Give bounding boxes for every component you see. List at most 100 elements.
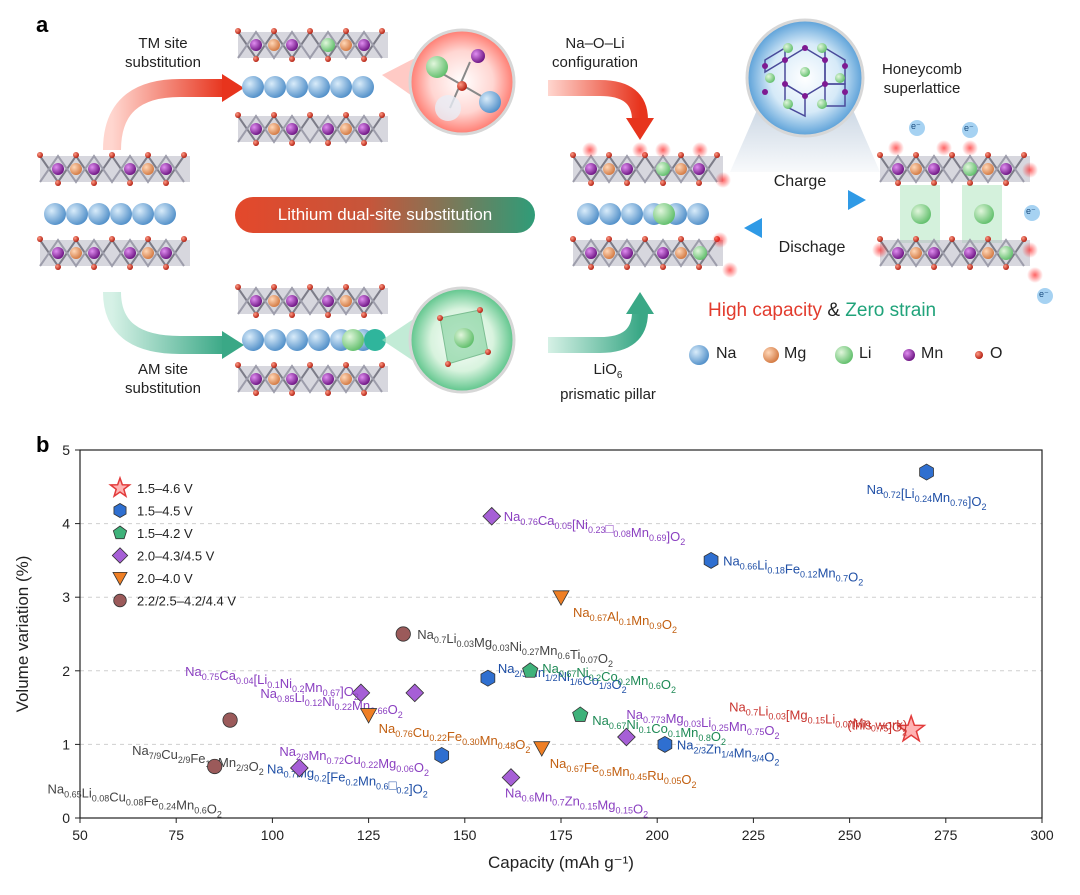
data-point-hexagon [480,669,496,687]
point-label: Na2/3Mn1/2Ni1/6Co1/3O2 [498,661,627,695]
legend-marker-hexagon [113,503,127,518]
point-label: Na0.67Ni0.2Co0.2Mn0.6O2 [542,661,676,695]
dual-site-text: Lithium dual-site substitution [277,205,493,224]
data-point-triangle-down [359,708,378,724]
honeycomb-label: Honeycomb superlattice [881,61,963,97]
point-label: Na0.76Cu0.22Fe0.30Mn0.48O2 [379,721,531,755]
data-point-pentagon [522,662,539,678]
legend-label: 2.2/2.5–4.2/4.4 V [137,594,236,609]
electron-3: e⁻ [1026,206,1036,216]
lio6-text: LiO [593,361,617,378]
legend-label: 1.5–4.5 V [137,504,193,519]
point-label: Na0.67Fe0.5Mn0.45Ru0.05O2 [550,756,697,790]
point-label-note: (this work) [847,718,907,733]
point-label: Na0.7Li0.03[Mg0.15Li0.07Mn0.75]O2 [729,700,907,738]
data-point-diamond [405,683,425,703]
volume-variation-chart: 50 75 100 125 150 175 200 225 250 275 300 0 1 2 3 4 5Cap… [13,442,1054,872]
x-tick-label: 125 [357,827,381,843]
y-tick-label: 2 [62,663,70,679]
amp-text: & [822,300,846,321]
legend-a-o: O [990,345,1003,362]
data-point-circle [395,626,411,642]
point-label: Na0.76Ca0.05[Ni0.23□0.08Mn0.69]O2 [504,509,685,547]
dual-site-banner: Lithium dual-site substitution [235,197,535,233]
data-point-pentagon [572,706,589,722]
data-point-hexagon [703,551,719,569]
electron-4: e⁻ [1039,289,1049,299]
data-point-hexagon [434,746,450,764]
x-tick-label: 75 [168,827,184,843]
x-tick-label: 275 [934,827,958,843]
y-tick-label: 1 [62,736,70,752]
point-label: Na0.65Li0.08Cu0.08Fe0.24Mn0.6O2 [47,781,221,819]
legend-marker-diamond [111,547,129,564]
x-tick-label: 250 [838,827,862,843]
legend-label: 2.0–4.0 V [137,571,193,586]
data-point-diamond [617,727,636,747]
point-label: Na2/3Mn0.72Cu0.22Mg0.06O2 [279,744,429,778]
panel-a-letter: a [36,12,49,37]
prismatic-text: prismatic pillar [560,386,656,403]
x-tick-label: 50 [72,827,88,843]
high-capacity-zero-strain: High capacity & Zero strain [708,300,936,322]
legend-a-mn: Mn [921,345,944,362]
point-label: Na0.773Mg0.03Li0.25Mn0.75O2 [626,707,779,741]
am-site-label: AM site substitution [125,361,201,397]
point-label: Na0.67Al0.1Mn0.9O2 [573,605,677,635]
point-label: Na0.66Li0.18Fe0.12Mn0.7O2 [723,553,863,587]
point-label: Na0.6Mn0.7Zn0.15Mg0.15O2 [505,786,648,820]
legend-marker-pentagon [112,525,128,540]
point-label: Na0.85Li0.12Ni0.22Mn0.66O2 [260,686,402,720]
data-point-triangle-down [533,741,551,757]
x-tick-label: 300 [1030,827,1054,843]
discharge-label: Dischage [778,239,846,256]
point-label: Na2/3Zn1/4Mn3/4O2 [677,737,780,767]
na-o-li-label: Na–O–Li configuration [552,35,638,71]
x-tick-label: 200 [646,827,670,843]
tm-site-label: TM site substitution [125,35,201,71]
y-tick-label: 3 [62,589,70,605]
data-point-diamond [351,683,371,703]
x-tick-label: 175 [549,827,573,843]
data-point-circle [207,758,223,775]
legend-a-li: Li [859,345,872,362]
data-point-triangle-down [552,590,570,607]
legend-label: 1.5–4.6 V [137,481,193,496]
x-tick-label: 100 [261,827,285,843]
data-point-diamond [482,506,502,526]
legend-a-na: Na [716,345,737,362]
data-point-hexagon [919,463,934,481]
legend-a-mg: Mg [784,345,807,362]
legend-label: 1.5–4.2 V [137,526,193,541]
y-tick-label: 4 [62,516,70,532]
high-capacity-text: High capacity [708,300,823,321]
data-point-star [895,713,927,743]
lio6-label: LiO6 prismatic pillar [548,360,668,404]
data-point-diamond [501,768,521,787]
point-label: Na7/9Cu2/9Fe1/9Mn2/3O2 [132,743,264,777]
legend-marker-triangle-down [112,571,128,586]
x-axis-label: Capacity (mAh g⁻¹) [488,853,634,872]
y-tick-label: 0 [62,810,70,826]
panel-a-schematic [36,18,1053,397]
legend-label: 2.0–4.3/4.5 V [137,549,215,564]
data-point-hexagon [657,735,673,753]
data-point-circle [222,712,238,728]
y-axis-label: Volume variation (%) [13,556,32,713]
charge-label: Charge [773,173,827,190]
legend-marker-star [108,475,132,498]
point-label: Na0.67Ni0.1Co0.1Mn0.8O2 [592,713,726,747]
legend-marker-circle [113,593,127,608]
electron-2: e⁻ [964,123,974,133]
y-tick-label: 5 [62,442,70,458]
x-tick-label: 225 [742,827,766,843]
x-tick-label: 150 [453,827,477,843]
point-label: Na0.7Li0.03Mg0.03Ni0.27Mn0.6Ti0.07O2 [417,627,613,669]
zero-strain-text: Zero strain [845,300,937,321]
data-point-diamond [289,758,309,778]
electron-1: e⁻ [911,121,921,131]
lio6-sub: 6 [616,370,623,381]
panel-b-letter: b [36,432,50,457]
point-label: Na0.72[Li0.24Mn0.76]O2 [867,482,987,512]
point-label: Na0.75Ca0.04[Li0.1Ni0.2Mn0.67]O2 [185,664,359,702]
